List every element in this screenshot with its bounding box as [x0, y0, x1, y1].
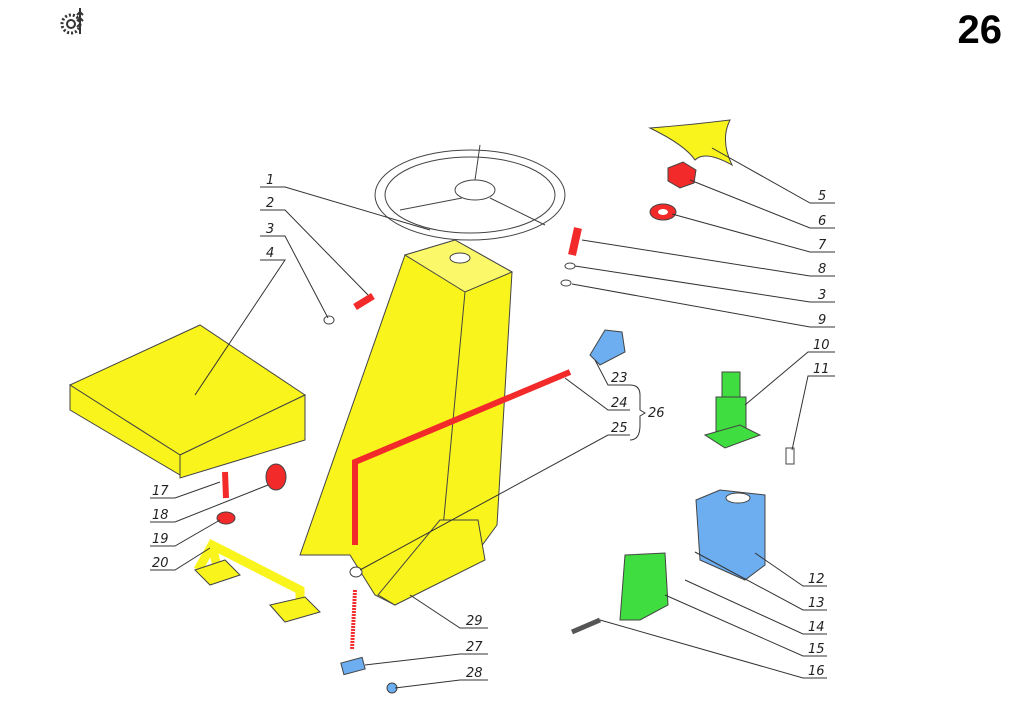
washers [323, 262, 576, 578]
callout-27: 27 [466, 640, 483, 655]
callout-25: 25 [611, 421, 628, 436]
callout-5: 5 [818, 189, 826, 204]
blue-parts [340, 329, 766, 694]
callout-2: 2 [266, 196, 274, 211]
callout-3: 3 [266, 222, 274, 237]
leader-lines [150, 147, 835, 689]
steering-wheel [374, 144, 566, 241]
logo-gear-icon [60, 8, 84, 35]
page-number: 26 [957, 8, 1003, 52]
callout-26: 26 [648, 406, 665, 421]
callout-4: 4 [266, 246, 274, 261]
callout-12: 12 [808, 572, 825, 587]
steering-column [299, 239, 514, 606]
callout-1: 1 [266, 173, 274, 188]
handwheel-knob [648, 119, 734, 167]
callout-19: 19 [152, 532, 169, 547]
callout-10: 10 [813, 338, 830, 353]
bolt [571, 617, 601, 635]
callout-9: 9 [818, 313, 826, 328]
callout-3b: 3 [818, 288, 826, 303]
callout-7: 7 [818, 238, 827, 253]
callout-23: 23 [611, 371, 628, 386]
callout-29: 29 [466, 614, 483, 629]
cover-plate [68, 324, 307, 479]
callout-11: 11 [813, 362, 830, 377]
callout-labels: 1 2 3 4 5 6 7 8 3 9 10 11 23 24 25 26 12… [152, 173, 830, 681]
callout-15: 15 [808, 642, 825, 657]
callout-14: 14 [808, 620, 825, 635]
callout-13: 13 [808, 596, 825, 611]
callout-16: 16 [808, 664, 825, 679]
callout-24: 24 [611, 396, 628, 411]
callout-17: 17 [152, 484, 169, 499]
red-fasteners [216, 161, 697, 651]
callout-8: 8 [818, 262, 826, 277]
callout-6: 6 [818, 214, 826, 229]
callout-28: 28 [466, 666, 483, 681]
callout-18: 18 [152, 508, 169, 523]
callout-20: 20 [152, 556, 169, 571]
green-parts [619, 371, 762, 621]
